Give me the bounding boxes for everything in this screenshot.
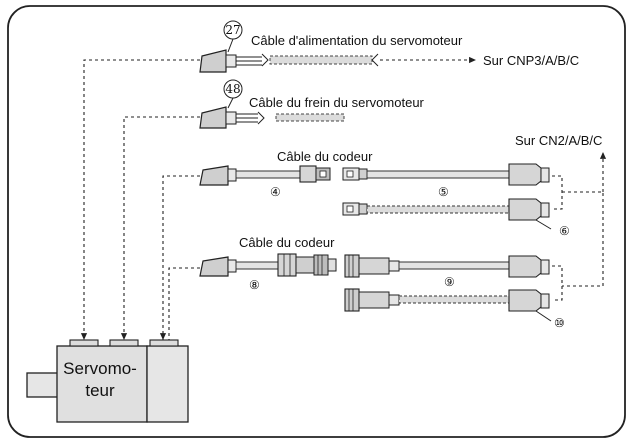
- item-9: ⑨: [444, 275, 455, 289]
- power-cable-body: [269, 55, 373, 65]
- motor-label-line2: teur: [85, 381, 115, 400]
- encoder-a-cn2-connector-6: [508, 198, 542, 221]
- encoder-a-plug-male: [299, 165, 317, 183]
- encoder-b-round-plug: [277, 253, 297, 277]
- encoder-b-round-socket-10: [344, 288, 360, 312]
- encoder-b-cn2-connector-9: [508, 255, 542, 278]
- motor-links: [80, 59, 212, 340]
- motor-label-line1: Servomo-: [63, 359, 137, 378]
- servo-motor: Servomo- teur: [26, 339, 189, 423]
- encoder-cable-b: Câble du codeur ⑧ ⑨ ⑩: [199, 235, 565, 330]
- encoder-b-round-socket-9: [344, 254, 360, 278]
- encoder-cable-a: Câble du codeur ④ ⑤ ⑥: [199, 149, 570, 238]
- encoder-a-cable-5: [366, 170, 510, 179]
- encoder-b-label: Câble du codeur: [239, 235, 335, 250]
- power-cable-label: Câble d'alimentation du servomoteur: [251, 33, 463, 48]
- destination-cnp3: Sur CNP3/A/B/C: [483, 53, 579, 68]
- item-8: ⑧: [249, 278, 260, 292]
- cn2-route: [562, 152, 607, 287]
- item-6: ⑥: [559, 224, 570, 238]
- motor-rear-block: [146, 345, 189, 423]
- brake-cable-body: [275, 113, 345, 122]
- item-10: ⑩: [554, 316, 565, 330]
- brake-connector: [199, 106, 227, 129]
- encoder-a-cable-6: [366, 205, 510, 214]
- encoder-b-cable-10: [398, 295, 510, 304]
- encoder-b-motor-connector: [199, 256, 229, 277]
- destination-cn2: Sur CN2/A/B/C: [515, 133, 602, 148]
- brake-cable: 48 Câble du frein du servomoteur: [199, 79, 425, 129]
- item-4: ④: [270, 185, 281, 199]
- encoder-b-cable-9: [398, 261, 510, 270]
- encoder-a-label: Câble du codeur: [277, 149, 373, 164]
- brake-cable-number: 48: [225, 82, 240, 96]
- encoder-a-motor-connector: [199, 165, 229, 186]
- diagram-border: [7, 5, 626, 438]
- motor-body: [56, 345, 148, 423]
- item-5: ⑤: [438, 185, 449, 199]
- encoder-a-cn2-connector-5: [508, 163, 542, 186]
- power-cable: 27 Câble d'alimentation du servomoteur S…: [199, 20, 579, 73]
- brake-cable-label: Câble du frein du servomoteur: [249, 95, 425, 110]
- encoder-b-cable-8: [235, 261, 279, 270]
- motor-port-encoder: [149, 339, 179, 347]
- motor-shaft: [26, 372, 59, 398]
- motor-port-brake: [109, 339, 139, 347]
- power-cable-number: 27: [225, 23, 240, 37]
- encoder-a-cable-4: [235, 170, 301, 179]
- motor-port-power: [69, 339, 99, 347]
- encoder-b-cn2-connector-10: [508, 289, 542, 312]
- power-connector: [199, 49, 227, 73]
